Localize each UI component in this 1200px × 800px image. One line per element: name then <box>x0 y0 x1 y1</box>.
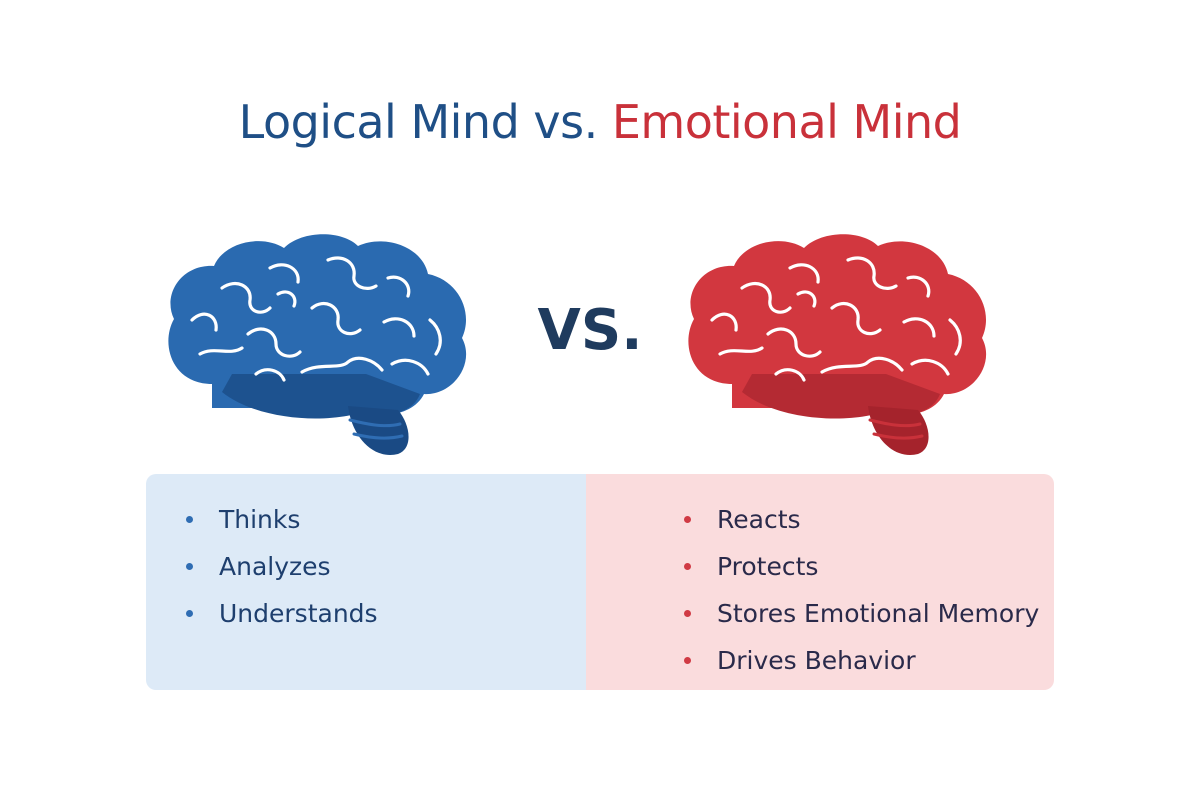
list-item-label: Reacts <box>717 505 801 534</box>
list-item: Protects <box>684 543 1054 590</box>
vs-label: VS. <box>537 298 643 363</box>
logical-panel: Thinks Analyzes Understands <box>146 474 586 690</box>
title-logical: Logical Mind vs. <box>238 95 612 149</box>
list-item-label: Protects <box>717 552 819 581</box>
list-item: Reacts <box>684 496 1054 543</box>
comparison-panels: Thinks Analyzes Understands Reacts Prote… <box>146 474 1054 690</box>
list-item-label: Thinks <box>219 505 301 534</box>
page-title: Logical Mind vs. Emotional Mind <box>0 92 1200 152</box>
bullet-icon <box>186 610 193 617</box>
bullet-icon <box>684 610 691 617</box>
list-item: Stores Emotional Memory <box>684 590 1054 637</box>
emotional-panel: Reacts Protects Stores Emotional Memory … <box>586 474 1054 690</box>
list-item-label: Stores Emotional Memory <box>717 599 1040 628</box>
bullet-icon <box>684 563 691 570</box>
bullet-icon <box>684 657 691 664</box>
list-item: Analyzes <box>186 543 586 590</box>
list-item-label: Understands <box>219 599 378 628</box>
list-item: Drives Behavior <box>684 637 1054 684</box>
bullet-icon <box>186 516 193 523</box>
list-item-label: Analyzes <box>219 552 331 581</box>
bullet-icon <box>684 516 691 523</box>
logical-list: Thinks Analyzes Understands <box>186 496 586 637</box>
bullet-icon <box>186 563 193 570</box>
list-item-label: Drives Behavior <box>717 646 916 675</box>
blue-brain-icon <box>168 234 467 455</box>
title-emotional: Emotional Mind <box>611 95 962 149</box>
list-item: Thinks <box>186 496 586 543</box>
emotional-list: Reacts Protects Stores Emotional Memory … <box>684 496 1054 684</box>
red-brain-icon <box>688 234 987 455</box>
list-item: Understands <box>186 590 586 637</box>
